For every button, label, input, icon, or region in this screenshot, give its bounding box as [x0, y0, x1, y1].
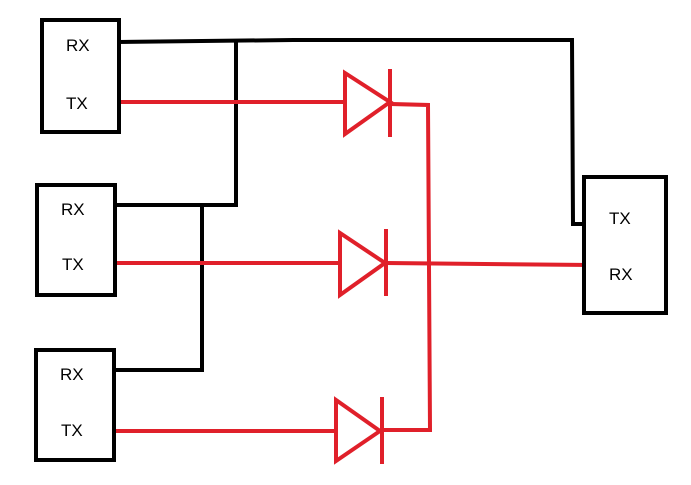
diode-3-triangle — [334, 396, 384, 465]
tx-diode-wires — [113, 100, 593, 433]
module-2-rx-label: RX — [61, 200, 85, 219]
module-1-rx-wire — [116, 38, 592, 226]
module-2-rx-wire — [117, 40, 238, 207]
module-3: RX TX — [34, 348, 116, 462]
module-1-rx-label: RX — [66, 36, 90, 55]
host-rx-label: RX — [609, 265, 633, 284]
diode-2-triangle — [338, 229, 389, 299]
diode-1-triangle — [343, 69, 394, 138]
module-3-rx-wire — [113, 205, 204, 372]
module-2-tx-label: TX — [62, 255, 84, 274]
module-3-rx-label: RX — [60, 365, 84, 384]
diode-3 — [334, 396, 384, 465]
module-3-tx-label: TX — [61, 421, 83, 440]
module-1-tx-label: TX — [66, 94, 88, 113]
module-2: RX TX — [35, 183, 117, 297]
host-tx-label: TX — [609, 209, 631, 228]
diode-1 — [343, 69, 394, 138]
module-1-box — [40, 18, 121, 134]
host-module: TX RX — [582, 175, 668, 315]
diode-2 — [338, 229, 389, 299]
diodes — [334, 69, 394, 465]
diode-1-output-wire — [389, 101, 433, 433]
rx-bus-wires — [113, 38, 592, 372]
module-2-box — [35, 183, 117, 297]
module-3-box — [34, 348, 116, 462]
module-1: RX TX — [40, 18, 121, 134]
host-rx-wire — [384, 260, 593, 268]
host-box — [582, 175, 668, 315]
